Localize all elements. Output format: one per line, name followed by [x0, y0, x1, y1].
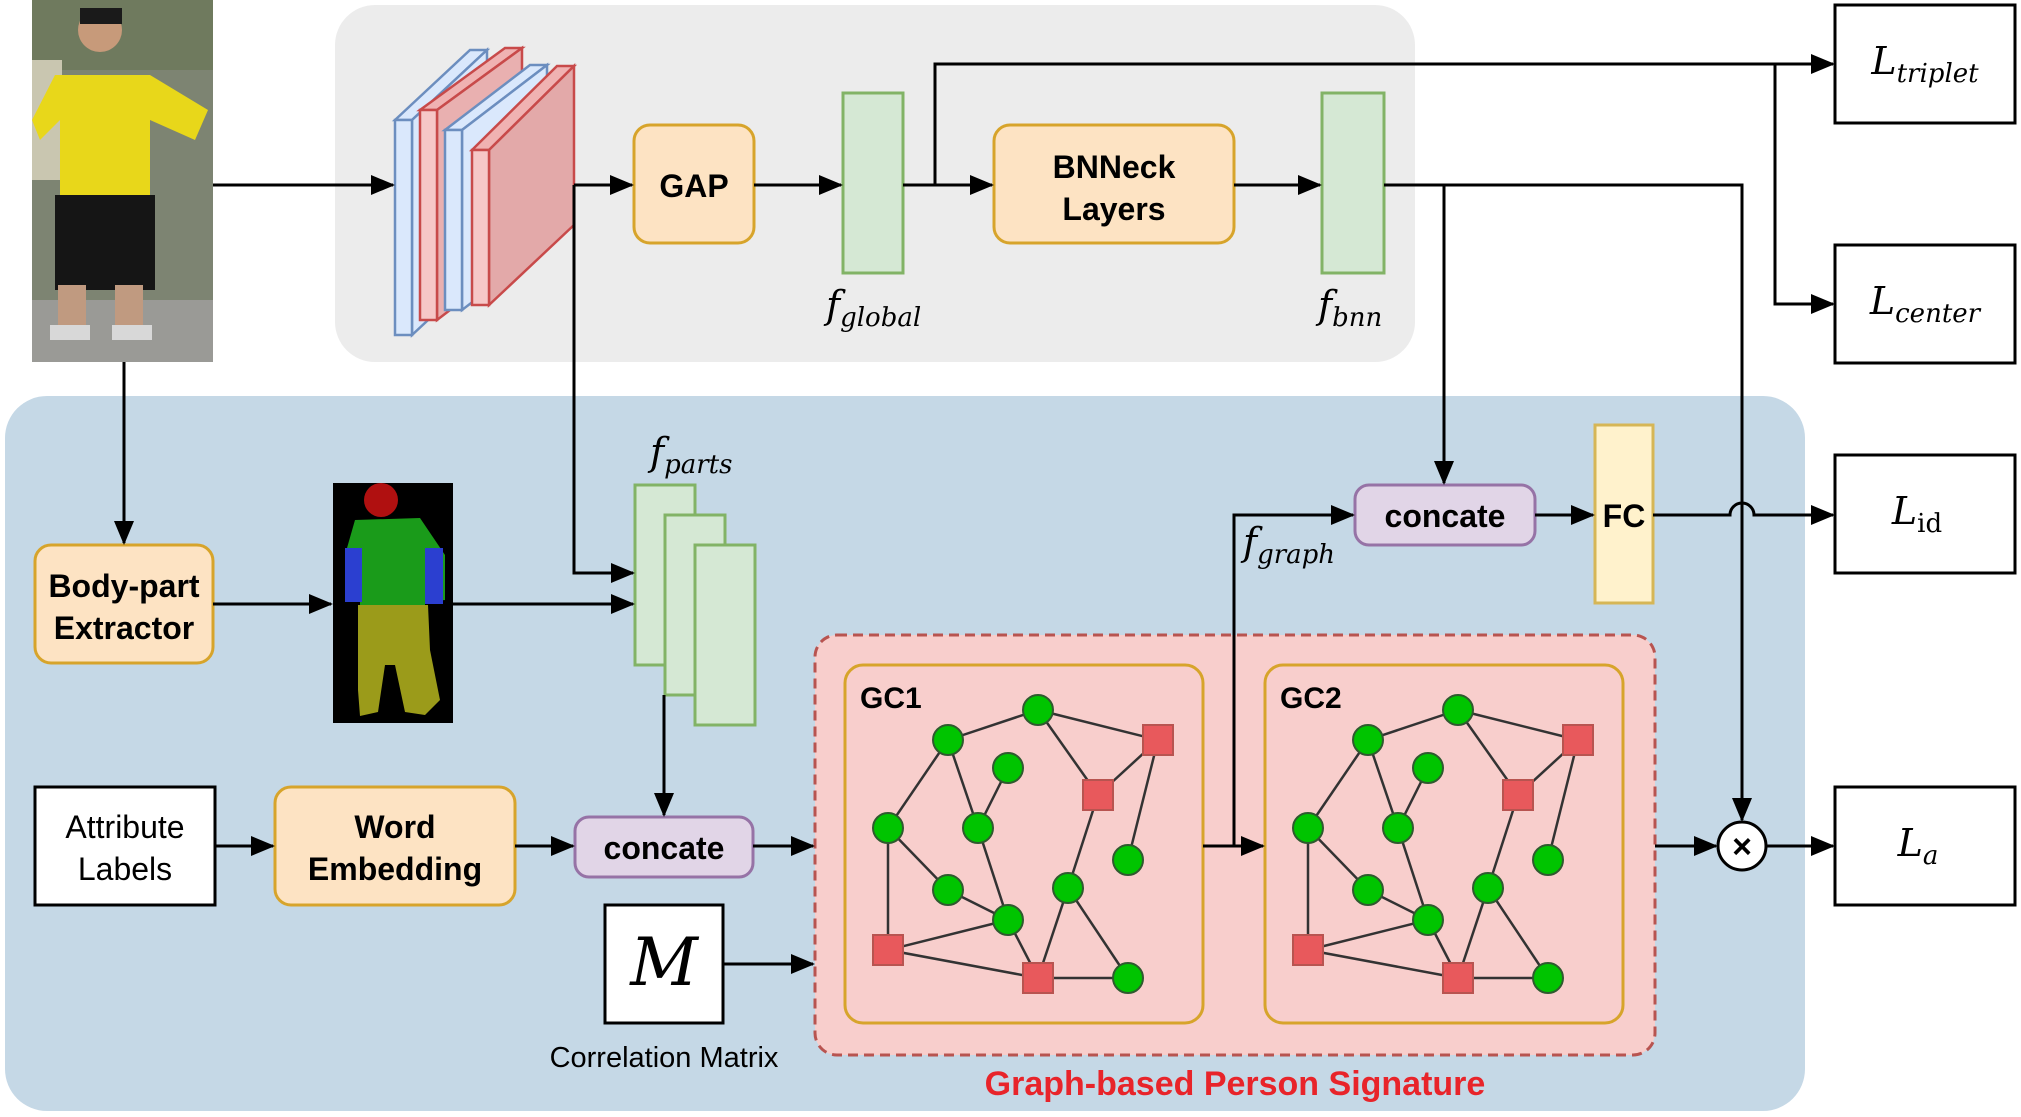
gc1-label: GC1: [860, 682, 922, 715]
f-global-vector: [841, 91, 905, 275]
fc-box: [1593, 423, 1655, 605]
person-image: [32, 0, 213, 362]
loss-id-box: [1833, 453, 2017, 575]
f-bnn-vector: [1320, 91, 1386, 275]
body-part-label-line2: Extractor: [54, 610, 195, 646]
multiply-symbol: ×: [1732, 828, 1752, 866]
matrix-box: [603, 903, 725, 1025]
body-part-label-line1: Body-part: [48, 568, 199, 604]
loss-triplet-label: Ltriplet: [1870, 39, 1979, 89]
attribute-labels-box: [33, 785, 217, 907]
word-embedding-box: [273, 785, 517, 907]
concate-upper-label: concate: [1385, 498, 1506, 534]
correlation-matrix-label: Correlation Matrix: [550, 1042, 779, 1074]
attribute-label-line1: Attribute: [65, 809, 184, 845]
gc2-nodes: [1292, 694, 1594, 994]
gc1-box: [843, 663, 1205, 1025]
f-parts-vectors: [633, 483, 757, 727]
graph-signature-title: Graph-based Person Signature: [985, 1065, 1486, 1103]
f-graph-label: fgraph: [1240, 520, 1335, 570]
loss-a-box: [1833, 785, 2017, 907]
feature-map-stack: [391, 45, 578, 338]
word-label-line1: Word: [354, 809, 435, 845]
body-part-mask-image: [333, 483, 453, 723]
loss-triplet-box: [1833, 3, 2017, 125]
gc1-nodes: [872, 694, 1174, 994]
concate-lower-label: concate: [604, 830, 725, 866]
fc-label: FC: [1603, 498, 1646, 534]
bnneck-label-line2: Layers: [1062, 191, 1165, 227]
connectors: [114, 54, 1835, 974]
gap-label: GAP: [659, 168, 728, 204]
bnneck-label-line1: BNNeck: [1053, 149, 1176, 185]
gc2-label: GC2: [1280, 682, 1342, 715]
loss-center-box: [1833, 243, 2017, 365]
attribute-label-line2: Labels: [78, 851, 172, 887]
loss-a-label: La: [1897, 821, 1939, 871]
word-label-line2: Embedding: [308, 851, 482, 887]
matrix-symbol: M: [629, 924, 699, 1001]
gc2-box: [1263, 663, 1625, 1025]
loss-center-label: Lcenter: [1869, 279, 1982, 329]
loss-id-label: Lid: [1891, 489, 1942, 539]
